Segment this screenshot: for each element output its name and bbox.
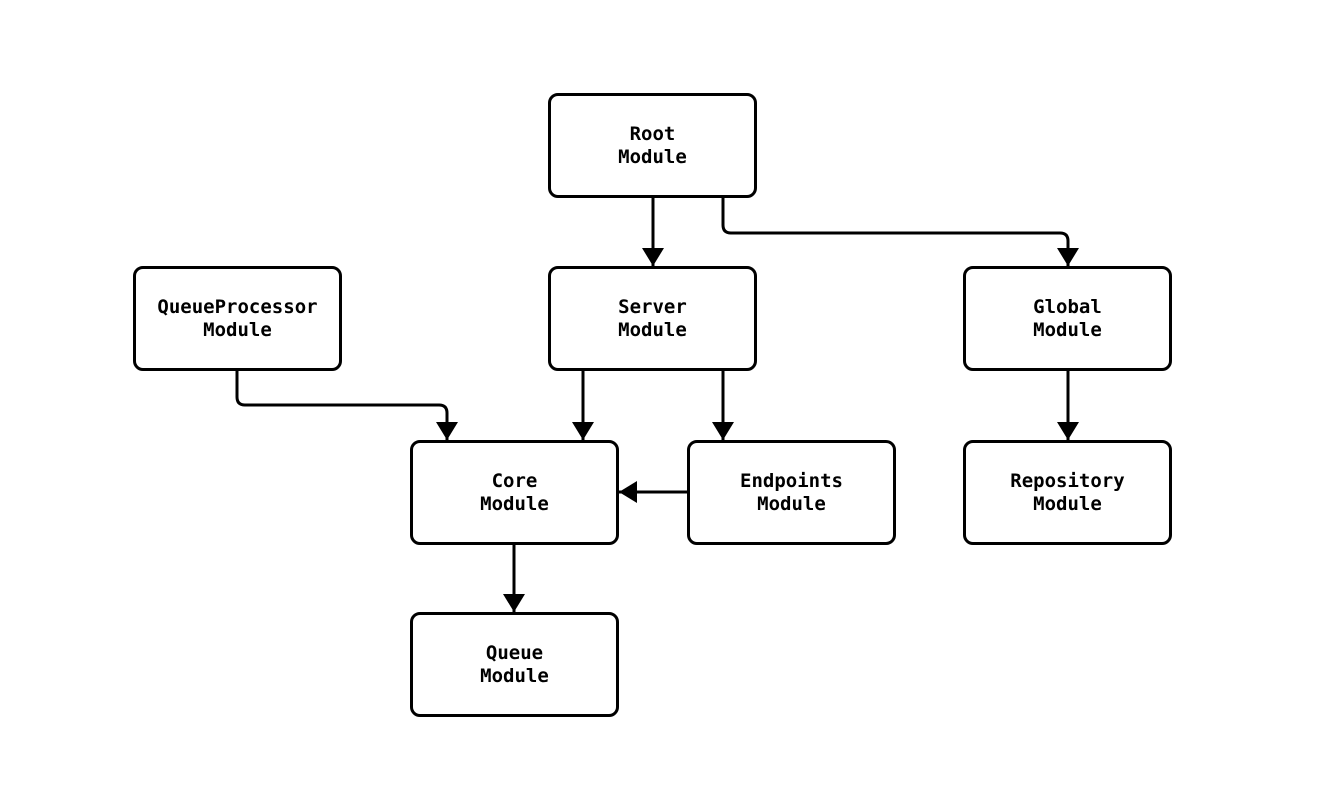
node-core-module: Core Module (410, 440, 619, 545)
node-label: Root Module (618, 122, 687, 168)
node-repository-module: Repository Module (963, 440, 1172, 545)
node-endpoints-module: Endpoints Module (687, 440, 896, 545)
edge-queueprocessor-core (235, 371, 458, 440)
node-label: QueueProcessor Module (157, 295, 318, 341)
node-label: Core Module (480, 469, 549, 515)
node-label: Global Module (1033, 295, 1102, 341)
node-label: Queue Module (480, 641, 549, 687)
node-label: Endpoints Module (740, 469, 843, 515)
node-server-module: Server Module (548, 266, 757, 371)
edge-group (235, 198, 1079, 612)
node-label: Server Module (618, 295, 687, 341)
node-root-module: Root Module (548, 93, 757, 198)
edge-root-global (721, 198, 1079, 266)
node-queue-module: Queue Module (410, 612, 619, 717)
node-global-module: Global Module (963, 266, 1172, 371)
node-queueprocessor-module: QueueProcessor Module (133, 266, 342, 371)
node-label: Repository Module (1010, 469, 1125, 515)
